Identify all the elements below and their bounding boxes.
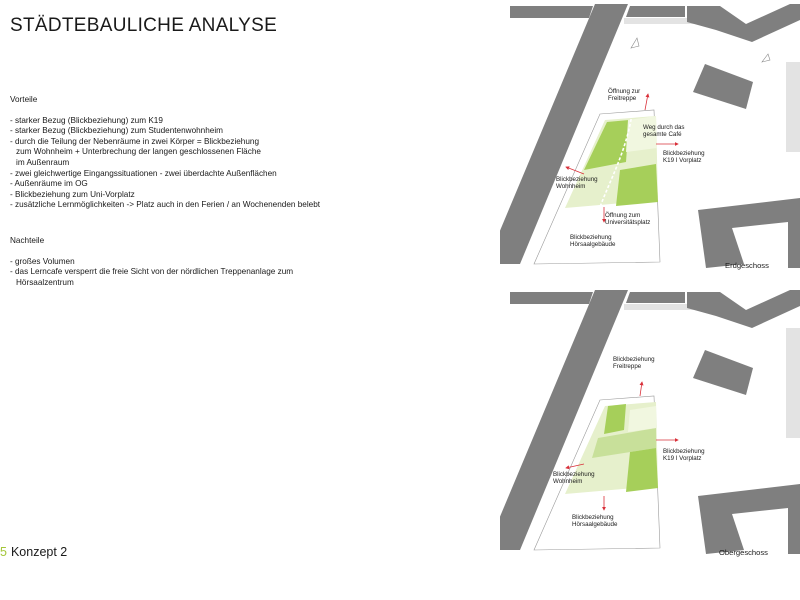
building-edge-right: [786, 328, 800, 438]
label-cafe: Weg durch das gesamte Café: [643, 124, 685, 139]
advantages-section: Vorteile - starker Bezug (Blickbeziehung…: [10, 95, 320, 211]
green-zone-mid: [616, 164, 658, 206]
building-wing-right: [687, 290, 800, 328]
page-number: 5: [0, 545, 7, 559]
disadvantages-section: Nachteile - großes Volumen - das Lerncaf…: [10, 236, 293, 288]
advantage-item-continued: im Außenraum: [16, 157, 70, 167]
building-edge-right: [786, 62, 800, 152]
disadvantage-item: - das Lerncafe versperrt die freie Sicht…: [10, 267, 294, 277]
floor-label-erdgeschoss: Erdgeschoss: [725, 261, 769, 270]
building-courtyard-right: [698, 198, 800, 268]
page-title: STÄDTEBAULICHE ANALYSE: [10, 15, 278, 36]
advantage-item: - Blickbeziehung zum Uni-Vorplatz: [10, 189, 135, 199]
building-block-small: [693, 350, 753, 395]
path-marker: [761, 53, 771, 63]
building-long-diagonal: [500, 4, 628, 264]
advantage-item: - starker Bezug (Blickbeziehung) zum Stu…: [10, 126, 223, 136]
green-zone-dark-lower: [626, 448, 658, 492]
walkway-bar: [624, 18, 698, 24]
disadvantage-item-continued: Hörsaalzentrum: [16, 277, 74, 287]
green-zone-dark: [604, 404, 626, 434]
building-top: [510, 6, 593, 18]
advantage-item-continued: zum Wohnheim + Unterbrechung der langen …: [16, 147, 261, 157]
building-block-small: [693, 64, 753, 109]
label-freitreppe: Öffnung zur Freitreppe: [608, 88, 641, 103]
label-hoersaal: Blickbeziehung Hörsaalgebäude: [570, 234, 616, 249]
disadvantage-item: - großes Volumen: [10, 256, 75, 266]
floor-label-obergeschoss: Obergeschoss: [719, 548, 768, 557]
building-top: [510, 292, 593, 304]
label-uniplatz: Öffnung zum Universitätsplatz: [605, 212, 651, 227]
building-wing-right: [687, 4, 800, 42]
green-zone-dark: [584, 120, 629, 170]
label-freitreppe: Blickbeziehung Freitreppe: [613, 356, 655, 371]
ground-floor-site-plan: [500, 4, 800, 268]
upper-floor-plan: Blickbeziehung Freitreppe Blickbeziehung…: [500, 288, 800, 560]
advantage-item: - durch die Teilung der Nebenräume in zw…: [10, 136, 260, 146]
building-top-right: [626, 292, 685, 303]
disadvantages-heading: Nachteile: [10, 236, 45, 245]
walkway-bar: [624, 304, 698, 310]
label-k19: Blickbeziehung K19 I Vorplatz: [663, 150, 705, 165]
green-zone-pale: [626, 116, 657, 152]
label-wohnheim: Blickbeziehung Wohnheim: [553, 471, 595, 486]
concept-label: Konzept 2: [10, 545, 68, 559]
arrow-freitreppe: [639, 381, 644, 397]
label-wohnheim: Blickbeziehung Wohnheim: [556, 176, 598, 191]
building-top-right: [626, 6, 685, 17]
arrow-freitreppe: [644, 93, 650, 111]
building-courtyard-right: [698, 484, 800, 554]
advantage-item: - starker Bezug (Blickbeziehung) zum K19: [10, 115, 163, 125]
advantage-item: - Außenräume im OG: [10, 179, 88, 189]
advantage-item: - zusätzliche Lernmöglichkeiten -> Platz…: [10, 200, 321, 210]
north-arrow-marker: [630, 37, 640, 49]
arrow-wohnheim: [565, 463, 585, 470]
building-long-diagonal: [500, 290, 628, 550]
movement-path: [599, 113, 633, 208]
upper-floor-site-plan: [500, 290, 800, 554]
green-zone-pale: [628, 406, 656, 432]
ground-floor-plan: Öffnung zur Freitreppe Weg durch das ges…: [500, 2, 800, 274]
advantage-item: - zwei gleichwertige Eingangssituationen…: [10, 168, 277, 178]
advantages-heading: Vorteile: [10, 95, 38, 104]
arrow-wohnheim: [565, 166, 585, 175]
label-hoersaal: Blickbeziehung Hörsaalgebäude: [572, 514, 618, 529]
label-k19: Blickbeziehung K19 I Vorplatz: [663, 448, 705, 463]
